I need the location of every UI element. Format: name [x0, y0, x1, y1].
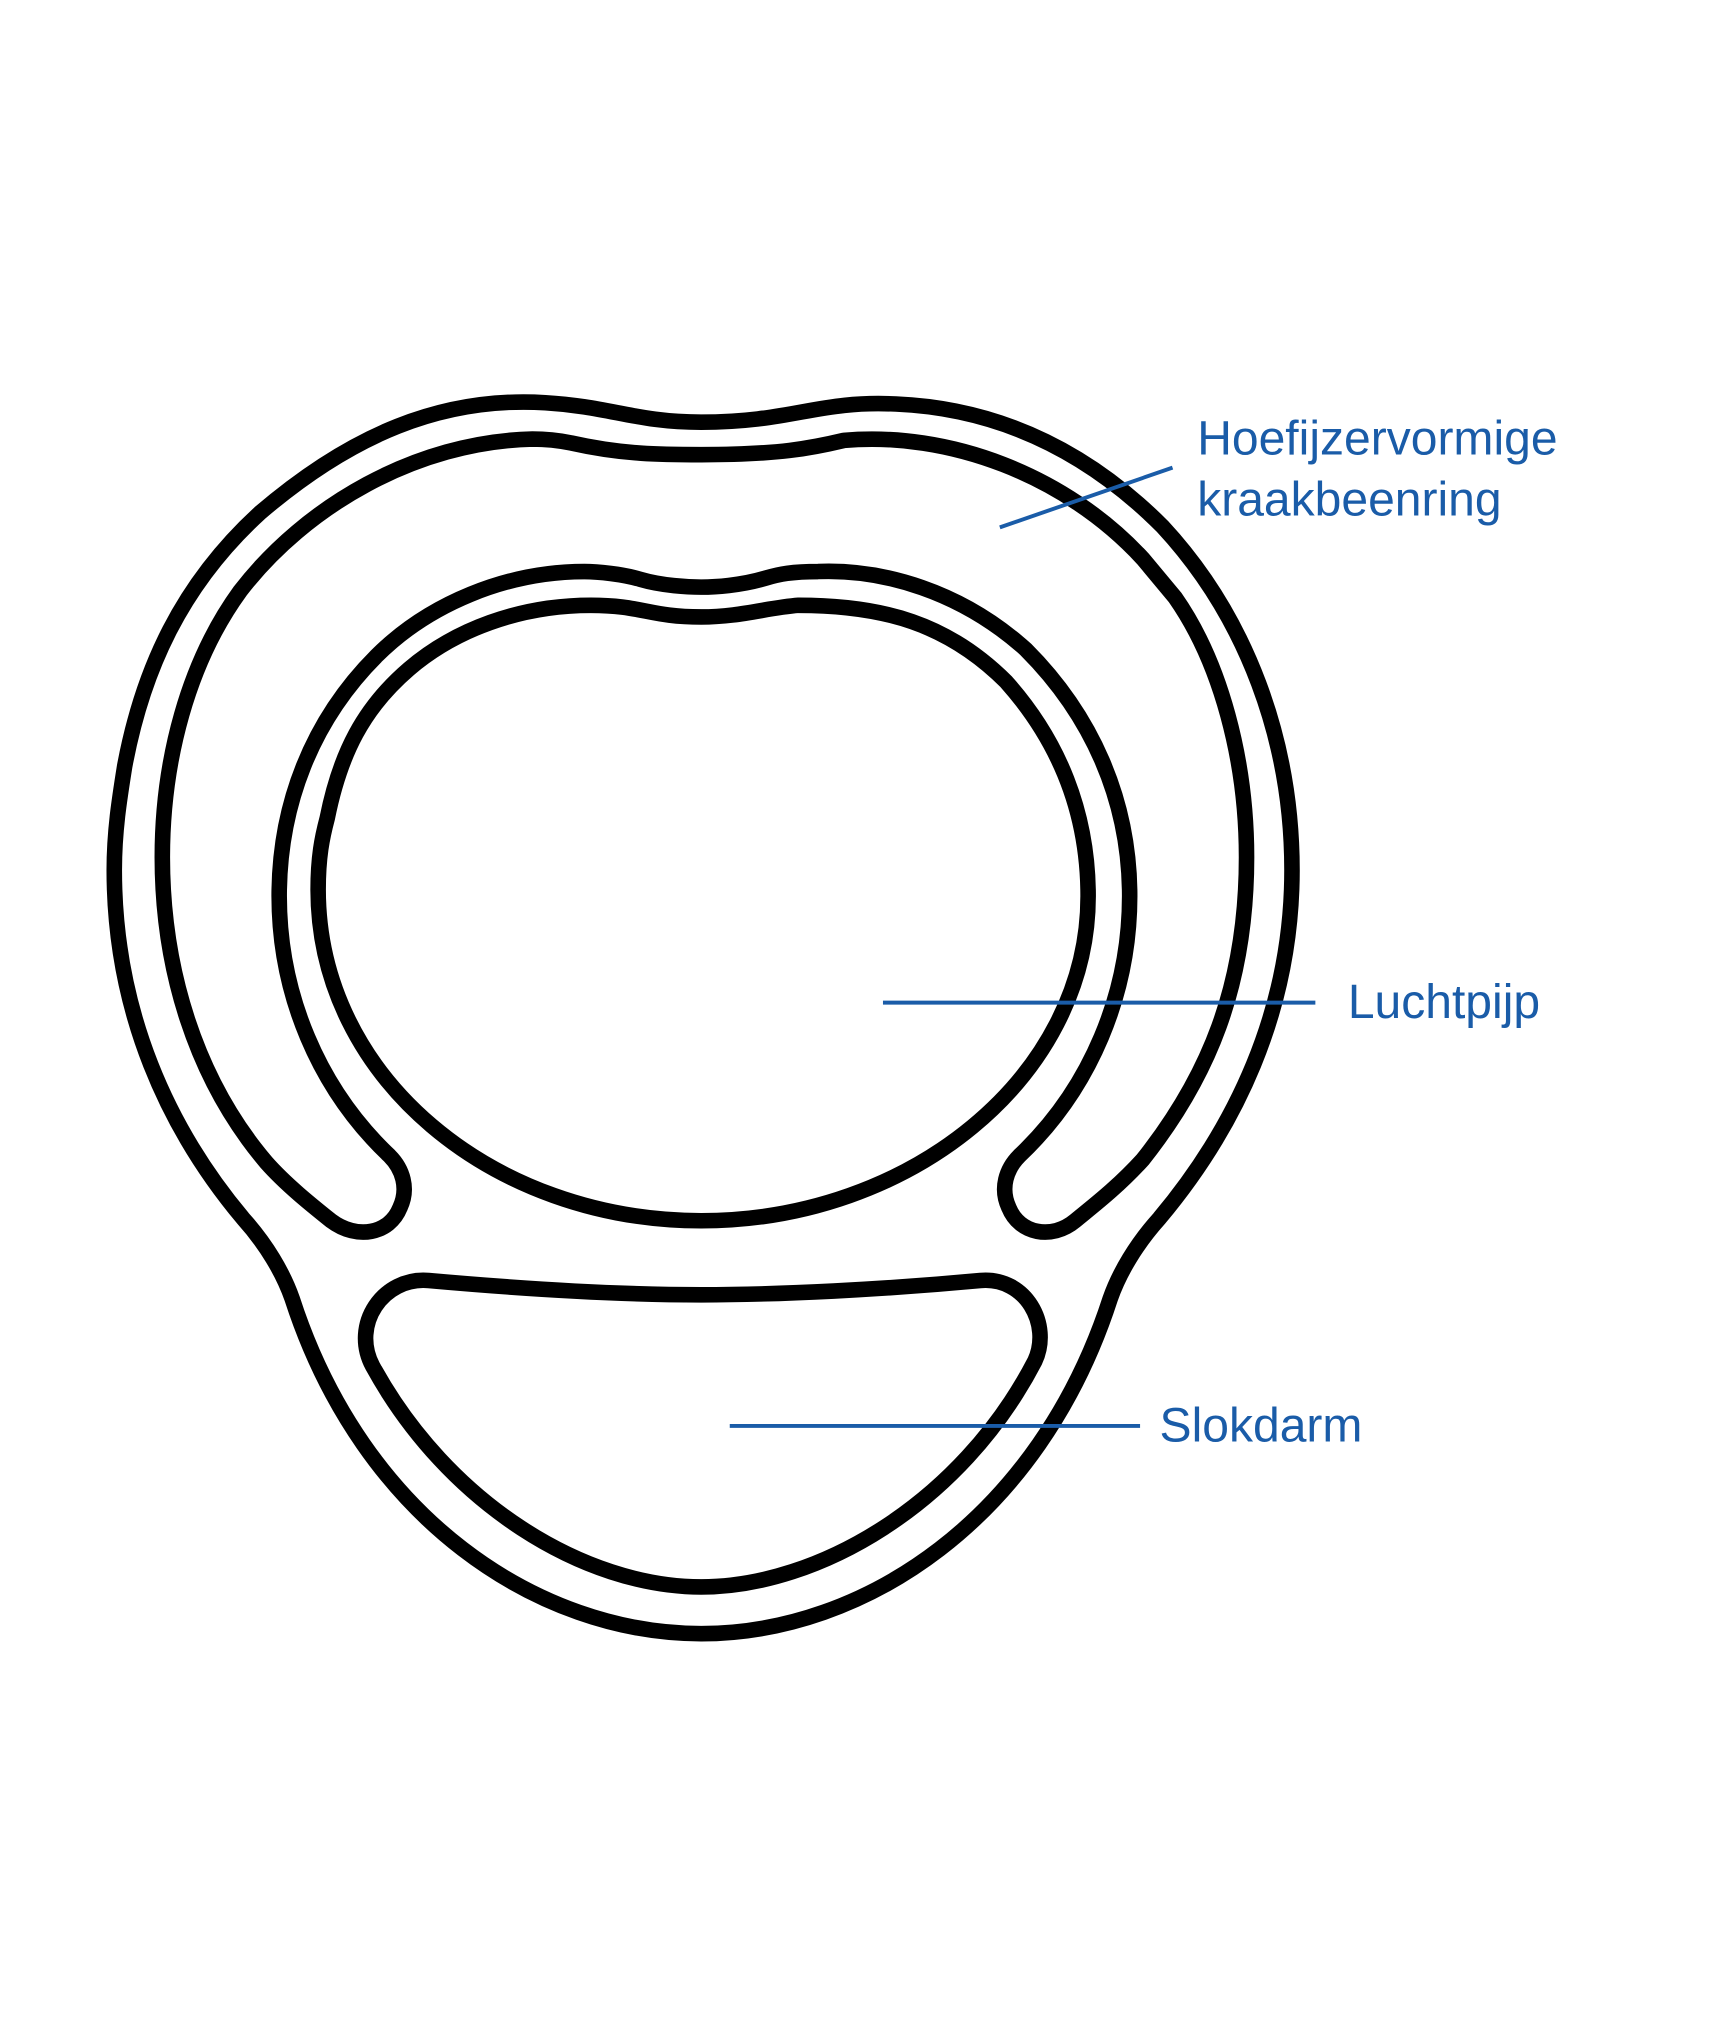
ring-leader-line	[999, 465, 1174, 530]
ring-label-line2: kraakbeenring	[1197, 474, 1501, 527]
ring-label-line1: Hoefijzervormige	[1197, 413, 1557, 466]
esophagus-lumen	[357, 1272, 1048, 1595]
trachea-lumen	[310, 597, 1096, 1229]
trachea-label: Luchtpijp	[1348, 976, 1540, 1029]
esophagus-label: Slokdarm	[1160, 1400, 1363, 1453]
horseshoe-cartilage-ring	[154, 431, 1255, 1240]
outer-tissue-outline	[106, 394, 1300, 1642]
